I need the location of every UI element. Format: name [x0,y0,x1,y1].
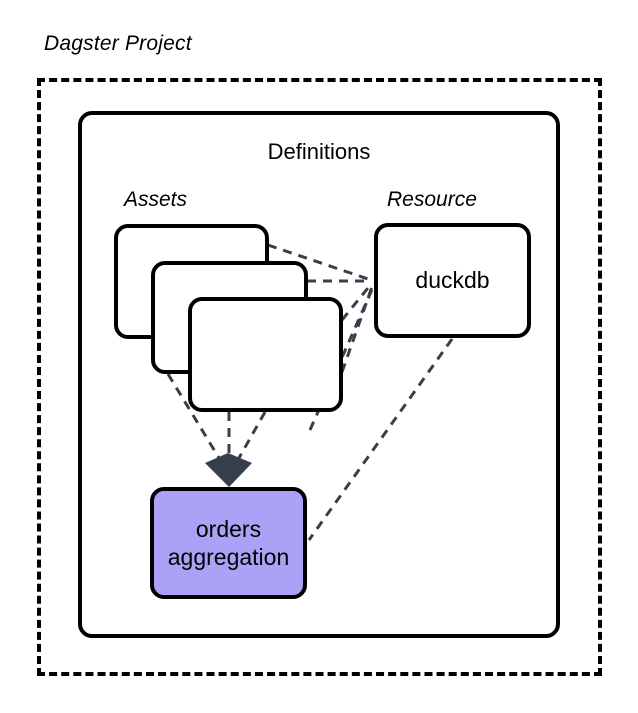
asset-node-orders-aggregation-label-line2: aggregation [167,544,290,570]
resource-node-duckdb[interactable]: duckdb [374,223,531,338]
asset-card-front[interactable] [188,297,343,412]
page-title: Dagster Project [44,32,192,55]
asset-node-orders-aggregation[interactable]: orders aggregation [150,487,307,599]
group-label-assets: Assets [124,188,188,211]
group-label-resource: Resource [387,188,477,211]
project-boundary [37,78,602,676]
definitions-title: Definitions [267,139,371,164]
resource-node-duckdb-label: duckdb [415,267,490,293]
asset-node-orders-aggregation-label-line1: orders [195,515,262,542]
